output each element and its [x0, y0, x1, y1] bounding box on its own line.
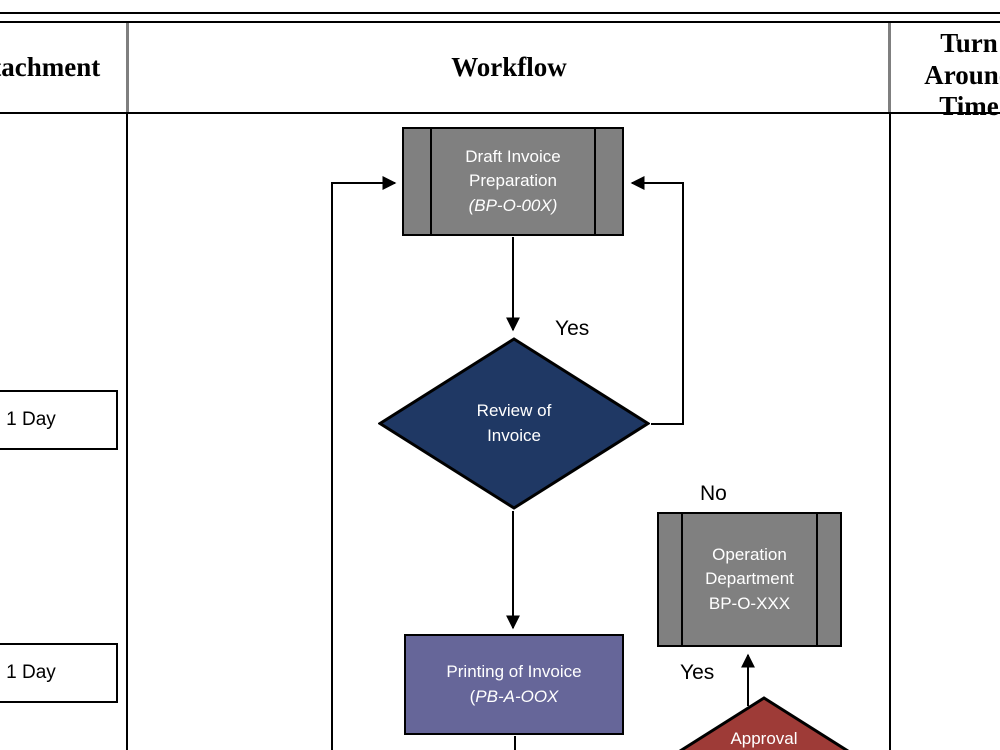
column-divider-right — [889, 114, 891, 750]
flow-node-draft-invoice-preparation[interactable]: Draft Invoice Preparation (BP-O-00X) — [402, 127, 624, 236]
node-line-1: Draft Invoice — [465, 146, 561, 166]
node-line-3: (BP-O-00X) — [468, 195, 558, 215]
header-tat-line2: Around — [924, 59, 1000, 90]
flow-node-review-of-invoice[interactable]: Review of Invoice — [378, 337, 650, 510]
column-divider-left — [126, 114, 128, 750]
node-line-3: BP-O-XXX — [708, 593, 791, 613]
header-bottom-rule — [0, 112, 1000, 114]
header-attachment: Attachment — [0, 52, 101, 83]
turn-around-time-box-2: 1 Day — [0, 643, 118, 703]
flow-node-printing-of-invoice[interactable]: Printing of Invoice (PB-A-OOX — [404, 634, 624, 735]
header-turn-around-time: Turn Around Time — [894, 24, 1000, 121]
node-line-2: Department — [705, 569, 794, 589]
node-line-1: Printing of Invoice — [446, 661, 582, 681]
node-line-1: Operation — [712, 544, 787, 564]
flow-node-approval[interactable]: Approval — [648, 696, 880, 750]
table-top-rule-outer — [0, 12, 1000, 14]
node-line-2: (PB-A-OOX — [469, 686, 559, 706]
edge-label-no: No — [700, 482, 727, 505]
header-divider-left — [126, 23, 129, 112]
header-divider-right — [888, 23, 891, 112]
header-workflow: Workflow — [451, 52, 567, 83]
header-tat-line1: Turn — [940, 28, 998, 58]
node-line-2-code: PB-A-OOX — [475, 686, 559, 706]
header-tat-line3: Time — [939, 91, 999, 122]
turn-around-time-box-1: 1 Day — [0, 390, 118, 450]
edge-label-yes-bottom: Yes — [680, 661, 715, 684]
node-line-2: Preparation — [469, 171, 557, 191]
edge-label-yes-top: Yes — [555, 317, 590, 340]
table-top-rule-inner — [0, 21, 1000, 23]
flow-node-operation-department[interactable]: Operation Department BP-O-XXX — [657, 512, 842, 647]
